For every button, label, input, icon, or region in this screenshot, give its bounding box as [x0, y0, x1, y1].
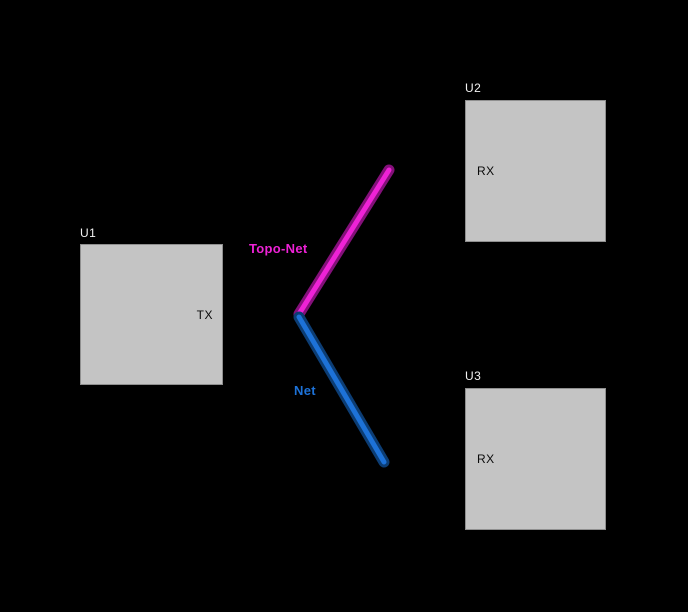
component-ref-u2: U2: [465, 81, 482, 95]
net-line-net-core[interactable]: [296, 314, 387, 465]
component-ref-u3: U3: [465, 369, 482, 383]
component-box-u3[interactable]: RX: [465, 388, 606, 530]
net-line-net[interactable]: [293, 311, 390, 468]
component-ref-u1: U1: [80, 226, 97, 240]
net-line-topo-net-core[interactable]: [296, 167, 392, 317]
pin-label-rx-u3: RX: [477, 452, 495, 466]
component-box-u1[interactable]: TX: [80, 244, 223, 385]
pin-label-tx: TX: [196, 307, 213, 322]
pin-label-rx-u2: RX: [477, 164, 495, 178]
component-box-u2[interactable]: RX: [465, 100, 606, 242]
net-label-topo-net: Topo-Net: [249, 241, 308, 256]
net-label-net: Net: [294, 383, 316, 398]
net-line-topo-net[interactable]: [293, 164, 395, 320]
